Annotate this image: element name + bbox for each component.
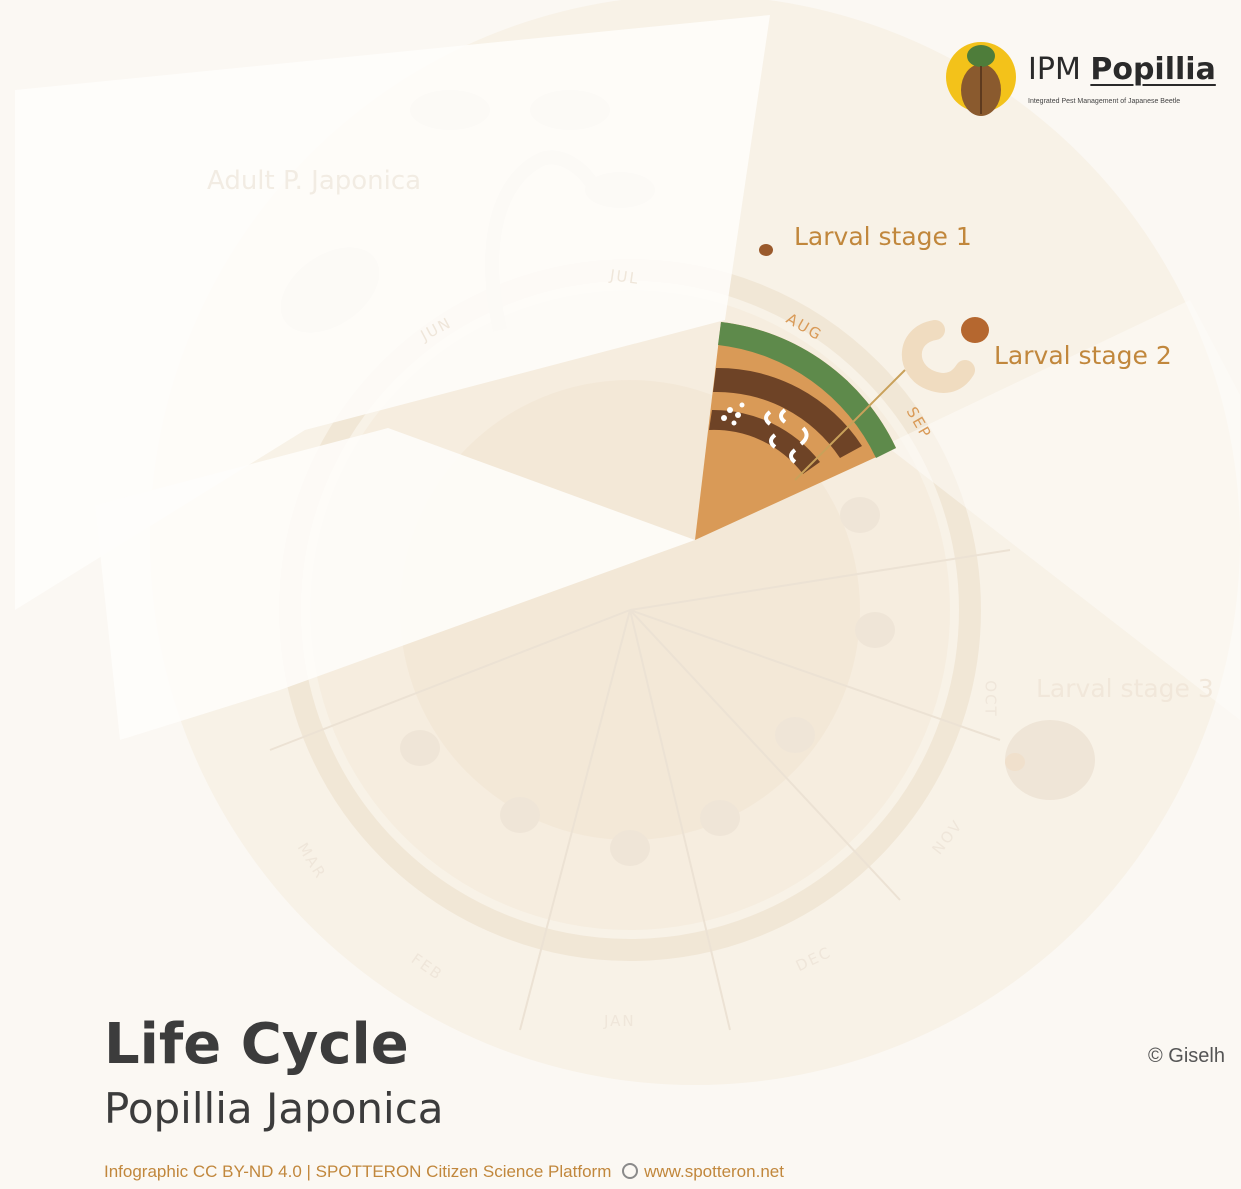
larva-stage1-icon: [759, 244, 773, 256]
stage-label-larval2: Larval stage 2: [994, 341, 1172, 370]
stage-label-adult: Adult P. Japonica: [207, 166, 421, 196]
footer: Infographic CC BY-ND 4.0 | SPOTTERON Cit…: [104, 1162, 784, 1182]
copyright: © Giselh: [1148, 1045, 1225, 1068]
logo-name-prefix: IPM: [1028, 52, 1090, 87]
page-subtitle: Popillia Japonica: [104, 1084, 444, 1133]
month-label-jan: JAN: [604, 1012, 636, 1030]
stage-label-larval3: Larval stage 3: [1036, 674, 1214, 703]
larva-stage3-icon: [1005, 753, 1025, 771]
footer-license: Infographic CC BY-ND 4.0 | SPOTTERON Cit…: [104, 1162, 611, 1181]
month-label-oct: OCT: [982, 680, 1000, 717]
footer-url[interactable]: www.spotteron.net: [644, 1162, 784, 1181]
logo-tagline: Integrated Pest Management of Japanese B…: [1028, 98, 1180, 105]
location-pin-icon: [622, 1163, 638, 1179]
logo: IPM Popillia Integrated Pest Management …: [940, 32, 1240, 127]
logo-name-bold: Popillia: [1090, 52, 1215, 87]
stage-label-larval1: Larval stage 1: [794, 222, 972, 251]
logo-name: IPM Popillia: [1028, 52, 1216, 87]
page-title: Life Cycle: [104, 1012, 409, 1077]
